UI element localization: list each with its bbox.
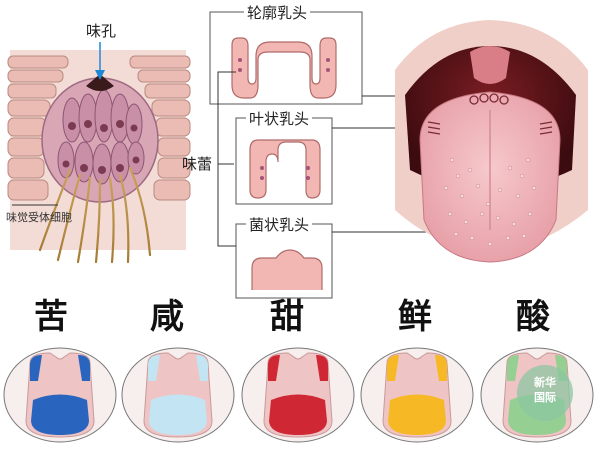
taste-map-right-region xyxy=(196,355,208,381)
receptor-cell-label: 味觉受体细胞 xyxy=(6,211,72,224)
taste-map-tip-region xyxy=(269,394,327,435)
taste-bud-label: 味蕾 xyxy=(182,155,213,173)
pore-pointer-arrow xyxy=(95,70,105,80)
fungiform-dots xyxy=(443,157,537,247)
taste-map-bitter xyxy=(3,347,117,443)
circumvallate-label: 轮廓乳头 xyxy=(244,6,311,21)
foliate-papilla xyxy=(249,139,321,199)
uvula-area xyxy=(470,46,510,84)
foliate-marks-right xyxy=(539,121,553,135)
taste-map-salty xyxy=(121,347,235,443)
taste-map-tip-region xyxy=(388,394,446,435)
watermark-emblem xyxy=(517,365,573,421)
circumvallate-papilla xyxy=(231,37,337,99)
taste-map-tip-region xyxy=(149,394,207,435)
taste-map-right-region xyxy=(435,355,447,381)
fungiform-label: 菌状乳头 xyxy=(246,218,313,233)
taste-map-right-region xyxy=(78,355,90,381)
foliate-label: 叶状乳头 xyxy=(246,112,313,127)
taste-bud-illustration xyxy=(7,42,191,264)
papillae-panels xyxy=(209,11,450,299)
taste-pore-label: 味孔 xyxy=(86,22,117,40)
taste-label-umami: 鲜 xyxy=(398,297,432,337)
watermark-line2: 国际 xyxy=(534,391,556,404)
fungiform-papilla xyxy=(251,249,323,290)
taste-map-right-region xyxy=(316,355,328,381)
taste-bud-bracket xyxy=(217,71,236,247)
taste-map-left-region xyxy=(268,355,280,381)
taste-pore xyxy=(86,74,114,91)
taste-map-left-region xyxy=(387,355,399,381)
taste-label-sweet: 甜 xyxy=(270,297,304,337)
watermark-line1: 新华 xyxy=(534,376,556,389)
taste-map-left-region xyxy=(30,355,42,381)
circumvallate-marks xyxy=(469,93,509,105)
mouth-illustration xyxy=(395,20,588,263)
taste-map-sweet xyxy=(241,347,355,443)
taste-map-left-region xyxy=(507,355,519,381)
taste-map-umami xyxy=(360,347,474,443)
taste-label-salty: 咸 xyxy=(150,297,184,337)
taste-map-row xyxy=(3,347,594,443)
taste-map-tip-region xyxy=(31,394,89,435)
taste-label-sour: 酸 xyxy=(516,297,550,337)
taste-label-bitter: 苦 xyxy=(34,297,68,337)
nerve-fibers xyxy=(38,166,152,264)
foliate-marks-left xyxy=(427,121,441,135)
taste-map-left-region xyxy=(148,355,160,381)
